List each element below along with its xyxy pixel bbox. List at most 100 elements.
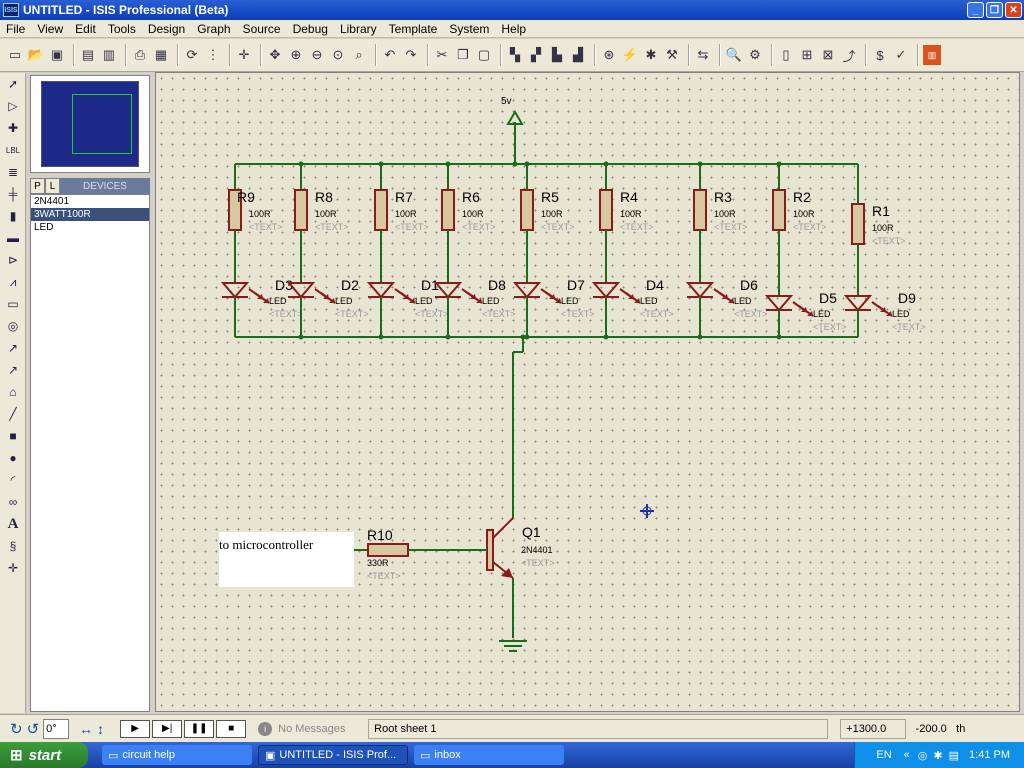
- new-file-icon[interactable]: ▭: [8, 47, 22, 62]
- library-manager-button[interactable]: L: [45, 178, 60, 194]
- add-sheet-icon[interactable]: ⊞: [801, 47, 813, 62]
- device-item[interactable]: 3WATT100R: [31, 208, 149, 221]
- minimize-button[interactable]: _: [967, 2, 984, 18]
- block-move-icon[interactable]: ▞: [531, 47, 541, 62]
- bluetooth-icon[interactable]: ✱: [933, 749, 943, 762]
- pause-button[interactable]: ❚❚: [184, 719, 215, 738]
- text-icon[interactable]: A: [7, 515, 19, 532]
- export-icon[interactable]: ▥: [102, 47, 116, 62]
- block-copy-icon[interactable]: ▚: [510, 47, 520, 62]
- menu-edit[interactable]: Edit: [75, 21, 96, 36]
- wire-label-icon[interactable]: LBL: [5, 145, 21, 155]
- device-item[interactable]: 2N4401: [34, 196, 70, 207]
- play-button[interactable]: ▶: [120, 719, 151, 738]
- note-box[interactable]: to microcontroller: [219, 532, 354, 587]
- block-delete-icon[interactable]: ▟: [573, 47, 583, 62]
- close-button[interactable]: ✕: [1005, 2, 1022, 18]
- pick-devices-button[interactable]: P: [30, 178, 45, 194]
- mirror-vertical-icon[interactable]: ↕: [97, 720, 105, 737]
- step-button[interactable]: ▶|: [152, 719, 183, 738]
- arc-icon[interactable]: ◜: [10, 473, 16, 487]
- overview-window[interactable]: [30, 75, 150, 173]
- junction-dot-icon[interactable]: ✚: [7, 121, 19, 135]
- rotation-field[interactable]: 0°: [43, 718, 70, 739]
- circle-icon[interactable]: ●: [9, 451, 17, 465]
- device-item[interactable]: LED: [34, 222, 54, 233]
- menu-library[interactable]: Library: [339, 21, 377, 36]
- rotate-cw-icon[interactable]: ↻: [10, 720, 23, 738]
- virtual-instruments-icon[interactable]: ⌂: [9, 385, 17, 399]
- start-button[interactable]: ⊞start: [0, 742, 88, 768]
- bill-of-materials-icon[interactable]: $: [876, 47, 884, 63]
- wire-autorouter-icon[interactable]: ⇆: [697, 47, 709, 62]
- overview-viewport-frame[interactable]: [72, 94, 132, 154]
- copy-icon[interactable]: ❐: [457, 47, 469, 62]
- path-icon[interactable]: ∞: [8, 495, 18, 509]
- menu-tools[interactable]: Tools: [107, 21, 136, 36]
- menu-debug[interactable]: Debug: [292, 21, 328, 36]
- menu-file[interactable]: File: [6, 21, 26, 36]
- exit-to-parent-icon[interactable]: ⤴: [842, 48, 856, 64]
- line-icon[interactable]: ╱: [9, 407, 17, 421]
- language-indicator[interactable]: EN: [876, 749, 892, 761]
- menu-template[interactable]: Template: [388, 21, 438, 36]
- origin-icon[interactable]: ✛: [238, 47, 250, 62]
- zoom-all-icon[interactable]: ⊙: [332, 47, 344, 62]
- graph-icon[interactable]: ⩘: [9, 274, 17, 289]
- block-rotate-icon[interactable]: ▙: [552, 47, 562, 62]
- symbol-icon[interactable]: §: [9, 539, 17, 553]
- new-sheet-icon[interactable]: ▯: [782, 47, 790, 62]
- bus-icon[interactable]: ╪: [8, 187, 18, 201]
- menu-source[interactable]: Source: [242, 21, 281, 36]
- zoom-area-icon[interactable]: ⌕: [355, 47, 363, 62]
- text-script-icon[interactable]: ≣: [7, 165, 19, 179]
- property-tool-icon[interactable]: ⚙: [749, 47, 761, 62]
- netlist-to-ares-icon[interactable]: ▥: [923, 45, 941, 65]
- paste-icon[interactable]: ▢: [477, 47, 491, 62]
- undo-icon[interactable]: ↶: [384, 47, 396, 62]
- current-probe-icon[interactable]: ↗: [7, 363, 19, 377]
- generator-icon[interactable]: ◎: [7, 319, 19, 333]
- print-icon[interactable]: ⎙: [134, 47, 146, 62]
- print-area-icon[interactable]: ▦: [154, 47, 168, 62]
- menu-graph[interactable]: Graph: [197, 21, 231, 36]
- schematic-canvas[interactable]: [155, 72, 1020, 712]
- pan-icon[interactable]: ✥: [269, 47, 281, 62]
- volume-icon[interactable]: ◎: [917, 749, 928, 762]
- zoom-in-icon[interactable]: ⊕: [290, 47, 302, 62]
- make-device-icon[interactable]: ⚡: [621, 47, 639, 62]
- stop-button[interactable]: ■: [216, 719, 247, 738]
- box-icon[interactable]: ■: [9, 429, 17, 443]
- redo-icon[interactable]: ↷: [405, 47, 417, 62]
- selection-mode-icon[interactable]: ➚: [7, 77, 19, 91]
- task-inbox[interactable]: ▭inbox: [414, 745, 564, 765]
- maximize-button[interactable]: ❐: [986, 2, 1003, 18]
- task-circuit-help[interactable]: ▭circuit help: [102, 745, 252, 765]
- decompose-icon[interactable]: ⚒: [666, 47, 678, 62]
- packaging-icon[interactable]: ✱: [645, 47, 657, 62]
- menu-help[interactable]: Help: [501, 21, 527, 36]
- zoom-out-icon[interactable]: ⊖: [311, 47, 323, 62]
- rotate-ccw-icon[interactable]: ↺: [26, 720, 40, 738]
- tape-recorder-icon[interactable]: ▭: [7, 297, 19, 311]
- remove-sheet-icon[interactable]: ⊠: [822, 47, 834, 62]
- task-isis[interactable]: ▣UNTITLED - ISIS Prof...: [258, 745, 408, 765]
- import-icon[interactable]: ▤: [81, 47, 95, 62]
- search-tag-icon[interactable]: 🔍: [725, 47, 743, 62]
- open-folder-icon[interactable]: 📂: [27, 47, 45, 62]
- cut-icon[interactable]: ✂: [436, 47, 448, 62]
- voltage-probe-icon[interactable]: ↗: [7, 341, 19, 355]
- network-icon[interactable]: ▤: [948, 749, 960, 762]
- menu-view[interactable]: View: [37, 21, 64, 36]
- grid-icon[interactable]: ⋮: [206, 47, 220, 62]
- save-icon[interactable]: ▣: [50, 47, 64, 62]
- marker-icon[interactable]: ✛: [7, 561, 19, 575]
- menu-system[interactable]: System: [449, 21, 490, 36]
- terminals-icon[interactable]: ▬: [7, 231, 19, 245]
- tray-arrow-icon[interactable]: «: [903, 749, 910, 761]
- subcircuit-icon[interactable]: ▮: [9, 209, 17, 223]
- device-pins-icon[interactable]: ⊳: [7, 253, 19, 267]
- refresh-icon[interactable]: ⟳: [186, 47, 198, 62]
- mirror-horizontal-icon[interactable]: ↔: [79, 720, 94, 737]
